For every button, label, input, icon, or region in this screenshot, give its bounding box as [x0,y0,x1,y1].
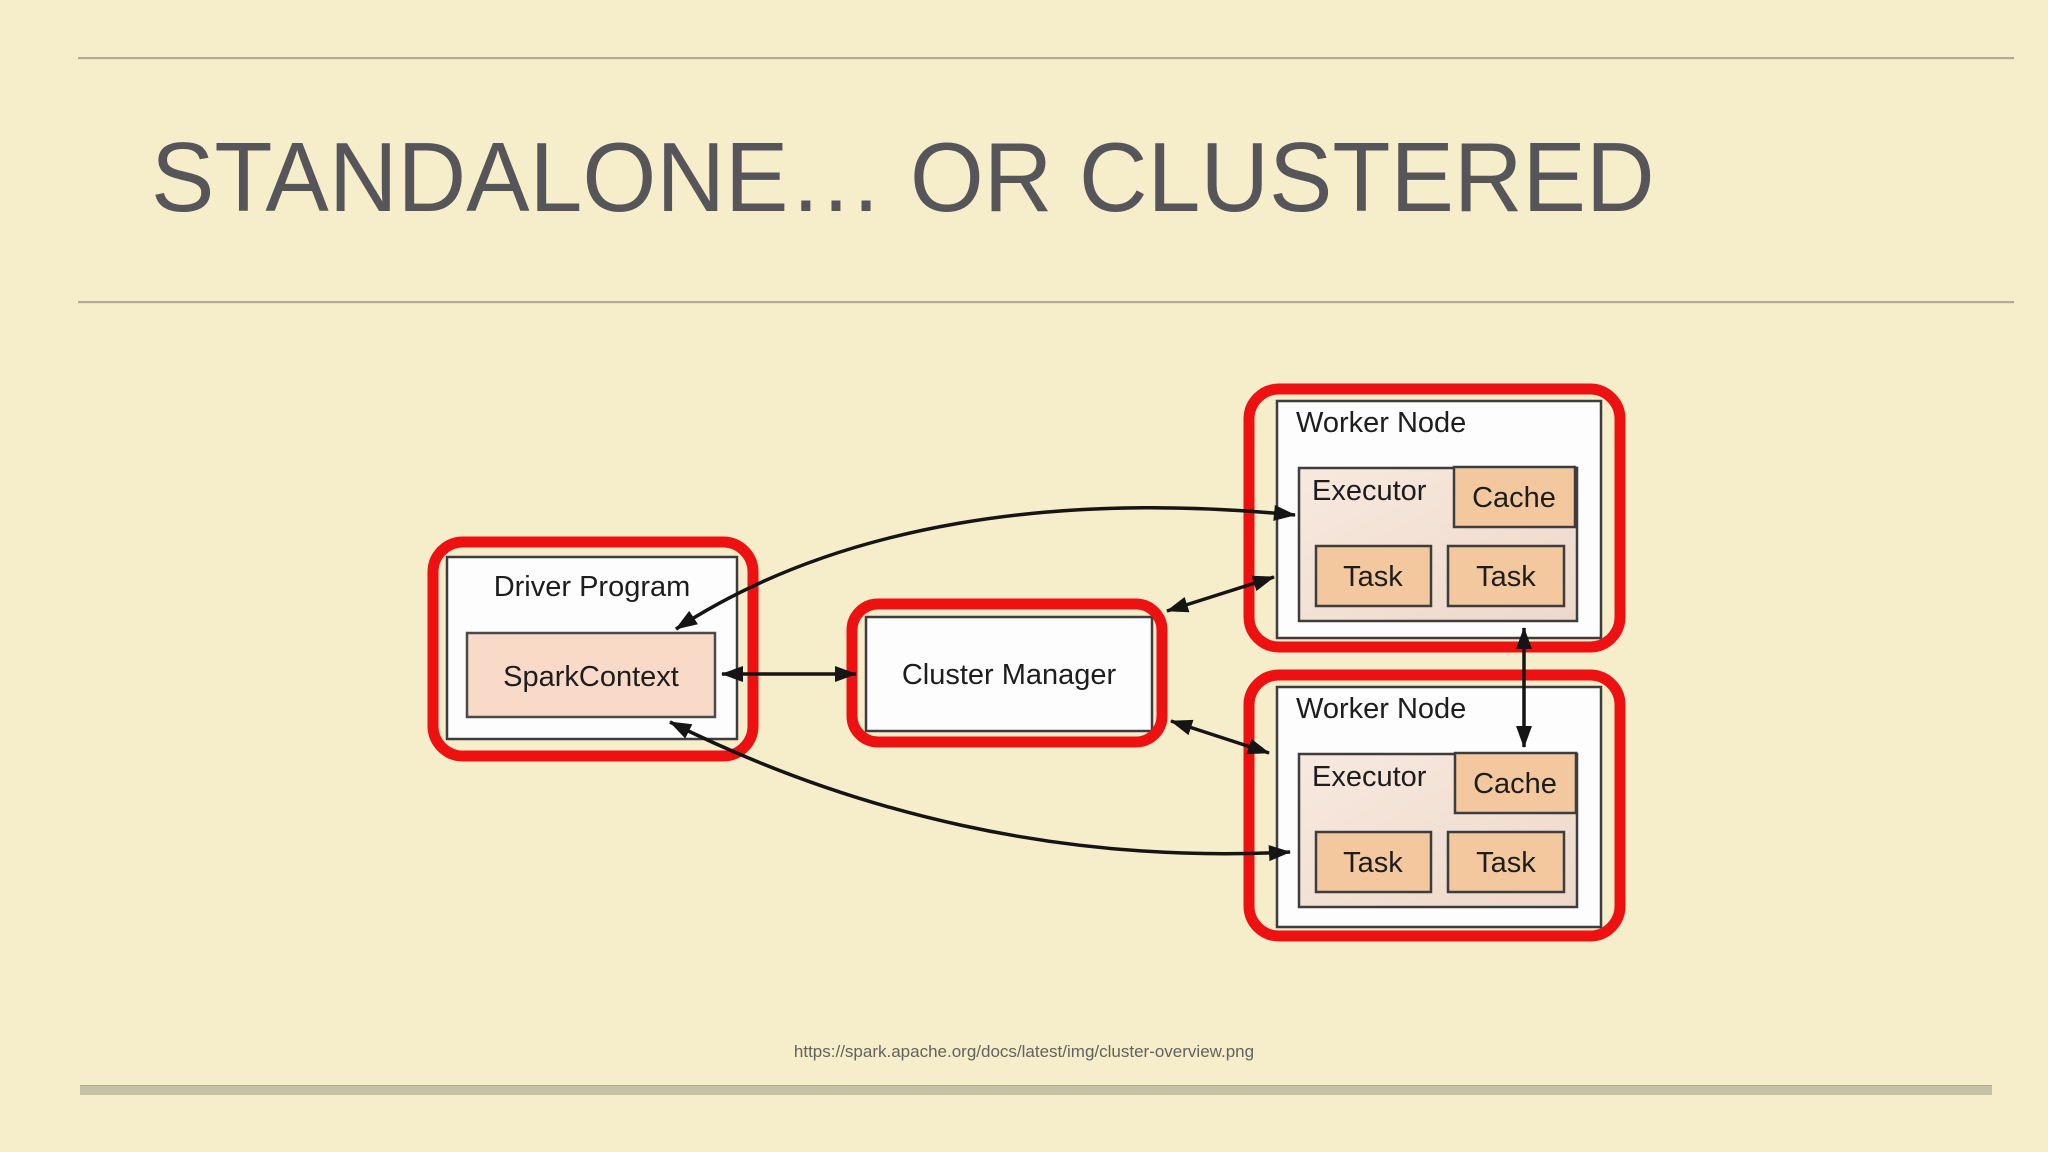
cluster-manager-label: Cluster Manager [902,659,1117,691]
worker-top-task1-box [1314,544,1433,608]
arrow-sparkcontext-worker-bottom [669,720,1291,862]
top-divider [78,57,2014,60]
worker-bottom-cache-label: Cache [1473,768,1557,800]
sparkcontext-label: SparkContext [503,661,679,693]
worker-top-cache-box [1452,465,1577,529]
worker-bottom-task1-box [1314,830,1433,894]
worker-bottom-task2-label: Task [1476,847,1536,879]
driver-highlight-ring [427,536,759,762]
arrow-clustermanager-worker-top [1166,575,1275,613]
worker-top-task2-box [1446,544,1566,608]
page-title: STANDALONE… OR CLUSTERED [151,122,1655,232]
driver-title: Driver Program [494,571,691,603]
worker-top-executor-label: Executor [1312,475,1427,507]
sparkcontext-box [465,631,717,719]
worker-top-cache-label: Cache [1472,482,1556,514]
worker-bottom-task1-label: Task [1343,847,1403,879]
worker-top-title: Worker Node [1296,407,1466,439]
worker-top-task1-label: Task [1343,561,1403,593]
cluster-manager-box [864,615,1154,733]
worker-bottom-title: Worker Node [1296,693,1466,725]
worker-bottom-task2-box [1446,830,1566,894]
title-divider [78,301,2014,304]
bottom-divider [80,1085,1992,1095]
arrow-sparkcontext-worker-top [675,504,1296,631]
source-url-caption: https://spark.apache.org/docs/latest/img… [793,1042,1255,1061]
worker-bottom-cache-box [1453,751,1578,815]
arrow-clustermanager-worker-bottom [1170,719,1270,755]
worker-bottom-executor-label: Executor [1312,761,1427,793]
worker-top-task2-label: Task [1476,561,1536,593]
